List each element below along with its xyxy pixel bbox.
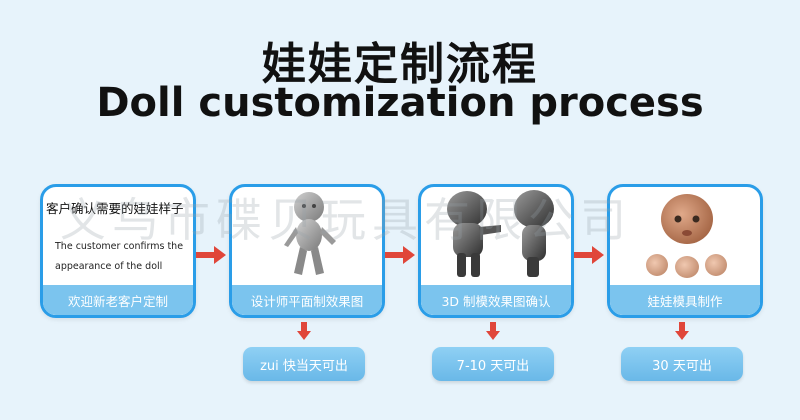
step-1-chinese-text: 客户确认需要的娃娃样子 bbox=[46, 201, 184, 216]
arrow-right-icon bbox=[574, 246, 604, 264]
duration-badge-2: 7-10 天可出 bbox=[432, 347, 554, 381]
duration-badge-1: zui 快当天可出 bbox=[243, 347, 365, 381]
step-card-1: 客户确认需要的娃娃样子 The customer confirms the ap… bbox=[40, 184, 196, 318]
arrow-right-icon bbox=[196, 246, 226, 264]
step-card-4: 娃娃模具制作 bbox=[607, 184, 763, 318]
arrow-down-icon bbox=[486, 322, 500, 340]
step-3-caption: 3D 制模效果图确认 bbox=[421, 285, 571, 315]
arrow-down-icon bbox=[675, 322, 689, 340]
title-chinese: 娃娃定制流程 bbox=[262, 39, 538, 90]
step-4-doll-heads-image bbox=[610, 187, 760, 285]
arrow-down-icon bbox=[297, 322, 311, 340]
step-2-doll-sketch-image bbox=[232, 187, 382, 285]
step-1-content: 客户确认需要的娃娃样子 The customer confirms the ap… bbox=[43, 187, 193, 285]
step-1-english-text: The customer confirms the appearance of … bbox=[55, 241, 184, 272]
arrow-right-icon bbox=[385, 246, 415, 264]
step-2-caption: 设计师平面制效果图 bbox=[232, 285, 382, 315]
step-1-caption: 欢迎新老客户定制 bbox=[43, 285, 193, 315]
duration-badge-3: 30 天可出 bbox=[621, 347, 743, 381]
step-3-3d-model-image bbox=[421, 187, 571, 285]
title-english: Doll customization process bbox=[96, 80, 704, 126]
step-4-caption: 娃娃模具制作 bbox=[610, 285, 760, 315]
step-card-3: 3D 制模效果图确认 bbox=[418, 184, 574, 318]
step-card-2: 设计师平面制效果图 bbox=[229, 184, 385, 318]
